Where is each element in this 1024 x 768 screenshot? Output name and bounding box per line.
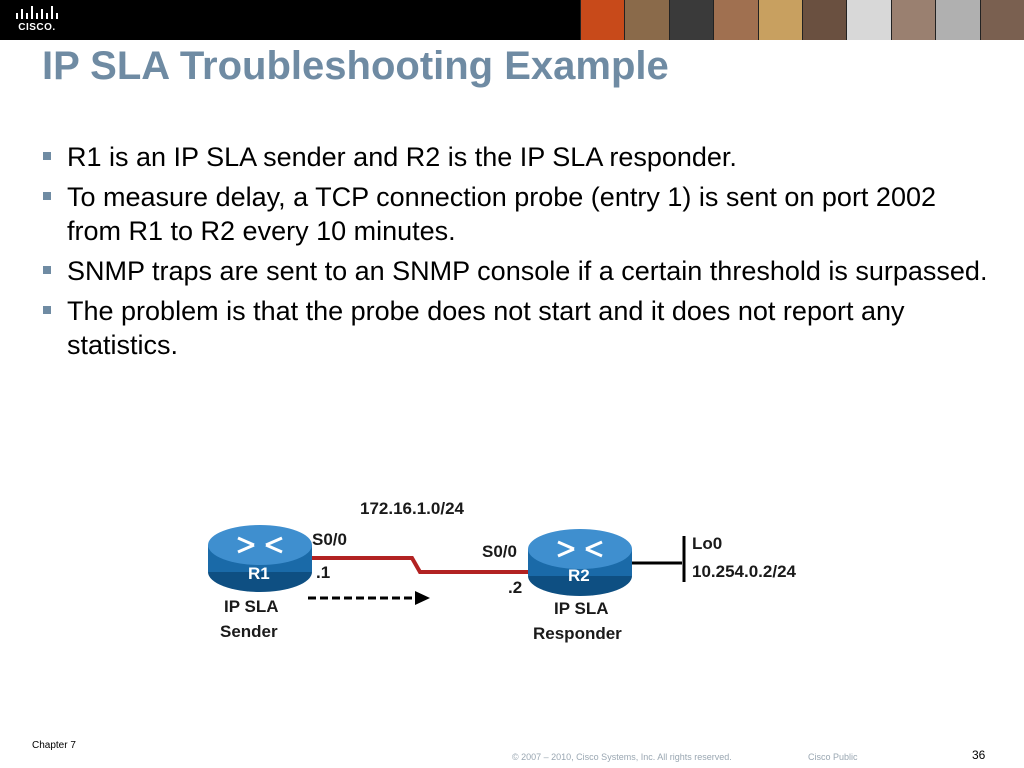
r2-router-name: R2 xyxy=(568,566,590,585)
bullet-text: To measure delay, a TCP connection probe… xyxy=(67,182,936,246)
page-number: 36 xyxy=(972,748,986,762)
bullet-square-icon xyxy=(43,152,51,160)
cisco-bridge-icon xyxy=(16,6,58,19)
diagram-graphics xyxy=(208,525,686,605)
bullet-item: R1 is an IP SLA sender and R2 is the IP … xyxy=(40,140,990,174)
bullet-list: R1 is an IP SLA sender and R2 is the IP … xyxy=(40,140,990,368)
loopback-address: 10.254.0.2/24 xyxy=(692,562,796,581)
bullet-item: To measure delay, a TCP connection probe… xyxy=(40,180,990,248)
bullet-square-icon xyxy=(43,266,51,274)
header-photo-tile xyxy=(624,0,669,40)
header-photo-tile xyxy=(935,0,980,40)
bullet-square-icon xyxy=(43,306,51,314)
photo-strip xyxy=(580,0,1024,40)
network-diagram: 172.16.1.0/24 S0/0 .1 R1 IP SLA Sender S… xyxy=(190,490,850,660)
header-photo-tile xyxy=(846,0,891,40)
bullet-item: The problem is that the probe does not s… xyxy=(40,294,990,362)
header-bar: CISCO. xyxy=(0,0,1024,40)
cisco-wordmark: CISCO. xyxy=(18,22,56,33)
header-photo-tile xyxy=(757,0,803,40)
r1-address-label: .1 xyxy=(316,563,331,582)
chapter-label: Chapter 7 xyxy=(32,740,76,751)
r1-router-name: R1 xyxy=(248,564,270,583)
r2-role-line1: IP SLA xyxy=(554,599,609,618)
r1-role-line2: Sender xyxy=(220,622,278,641)
header-photo-tile xyxy=(979,0,1024,40)
cisco-logo: CISCO. xyxy=(12,5,62,35)
header-photo-tile xyxy=(713,0,758,40)
slide-title: IP SLA Troubleshooting Example xyxy=(42,44,669,88)
router-r2-icon xyxy=(528,529,632,596)
header-photo-tile xyxy=(802,0,847,40)
r2-interface-label: S0/0 xyxy=(482,542,517,561)
r2-role-line2: Responder xyxy=(533,624,622,643)
r1-interface-label: S0/0 xyxy=(312,530,347,549)
bullet-item: SNMP traps are sent to an SNMP console i… xyxy=(40,254,990,288)
copyright-notice: © 2007 – 2010, Cisco Systems, Inc. All r… xyxy=(512,752,732,762)
r2-address-label: .2 xyxy=(508,578,523,597)
header-photo-tile xyxy=(668,0,714,40)
loopback-name: Lo0 xyxy=(692,534,723,553)
classification-label: Cisco Public xyxy=(808,752,858,762)
bullet-text: The problem is that the probe does not s… xyxy=(67,296,905,360)
bullet-text: SNMP traps are sent to an SNMP console i… xyxy=(67,256,988,286)
bullet-text: R1 is an IP SLA sender and R2 is the IP … xyxy=(67,142,737,172)
header-photo-tile xyxy=(580,0,625,40)
r1-role-line1: IP SLA xyxy=(224,597,279,616)
arrowhead-icon xyxy=(415,591,430,605)
header-photo-tile xyxy=(890,0,936,40)
serial-link-line xyxy=(312,556,528,574)
network-label: 172.16.1.0/24 xyxy=(360,499,464,518)
bullet-square-icon xyxy=(43,192,51,200)
router-r1-icon xyxy=(208,525,312,592)
